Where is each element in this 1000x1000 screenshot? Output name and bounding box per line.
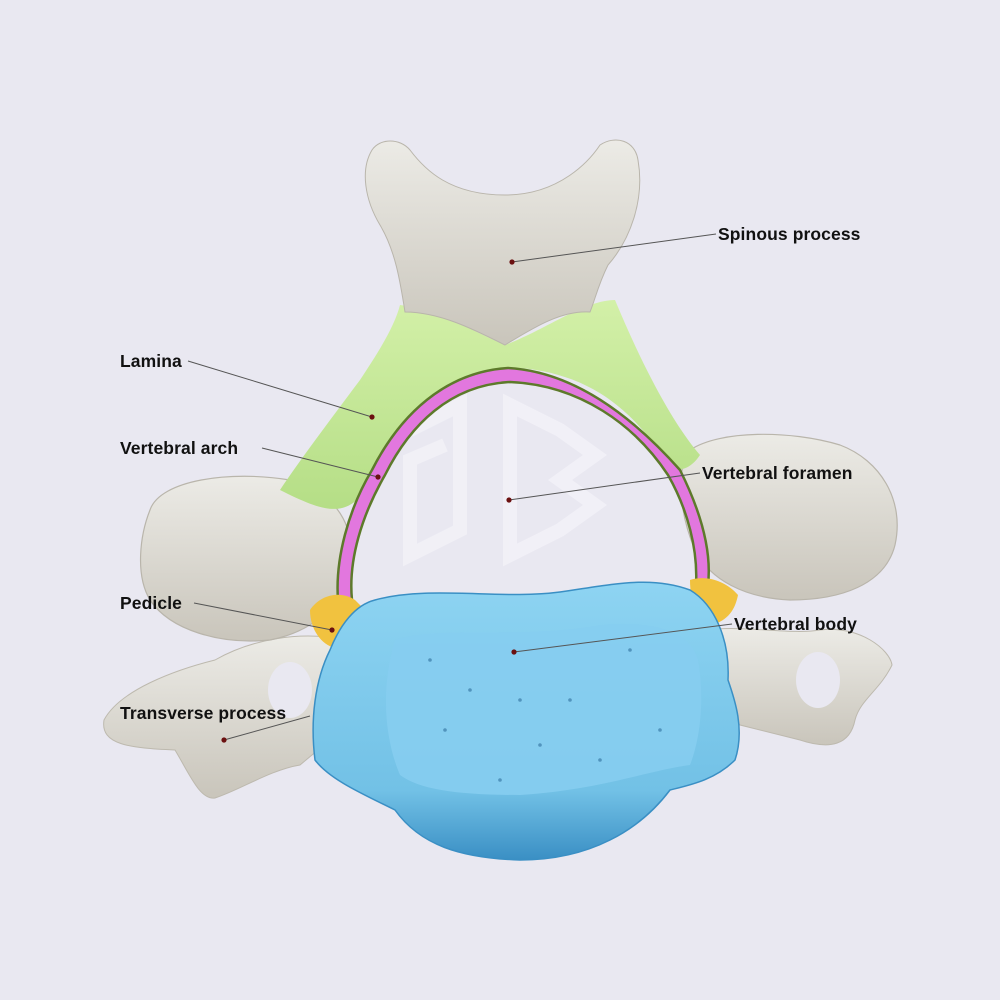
label-vertebral-foramen: Vertebral foramen [702,463,853,483]
spinous-process-shape [364,139,641,346]
leader-lines [187,233,733,741]
lamina-region [280,300,700,509]
leader-line-lamina [187,360,373,418]
leader-line-pedicle [193,602,333,631]
label-transverse-process: Transverse process [120,703,287,723]
vertebral-body-region [312,581,740,861]
watermark-logo [403,393,608,567]
label-lamina: Lamina [120,351,182,371]
label-pedicle: Pedicle [120,593,182,613]
marker-dot-vertebral-arch [375,474,381,480]
marker-dot-vertebral-body [511,649,517,655]
leader-line-transverse-process [223,715,311,741]
articular-process-shapes [140,433,898,642]
leader-line-vertebral-arch [261,447,379,478]
leader-line-vertebral-body [513,623,733,653]
transverse-process-shapes [103,628,893,799]
label-vertebral-arch: Vertebral arch [120,438,239,458]
leader-line-vertebral-foramen [508,472,701,501]
marker-dot-transverse-process [221,737,227,743]
marker-dot-vertebral-foramen [506,497,512,503]
leader-line-spinous-process [511,233,717,263]
label-vertebral-body: Vertebral body [734,614,857,634]
anchor-markers [221,259,517,743]
marker-dot-lamina [369,414,375,420]
label-spinous-process: Spinous process [718,224,861,244]
marker-dot-pedicle [329,627,335,633]
marker-dot-spinous-process [509,259,515,265]
